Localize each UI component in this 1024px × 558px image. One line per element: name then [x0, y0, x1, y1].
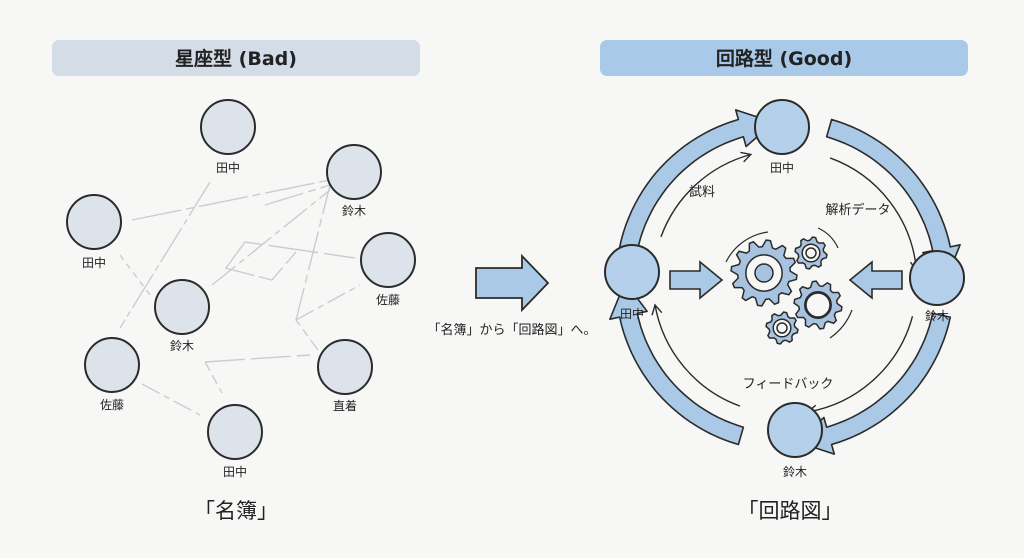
avatar — [326, 144, 382, 200]
person-node: 田中 — [207, 404, 263, 479]
flow-label-feedback: フィードバック — [743, 377, 834, 392]
transition-caption: 「名簿」から「回路図」へ。 — [427, 322, 596, 338]
avatar — [84, 337, 140, 393]
input-arrow-left-icon — [669, 260, 724, 300]
bad-header-pill — [52, 40, 420, 76]
person-name: 直着 — [333, 398, 357, 413]
input-arrow-right-icon — [848, 260, 903, 300]
person-node: 鈴木 — [326, 144, 382, 218]
person-name: 鈴木 — [342, 203, 366, 218]
person-node: 佐藤 — [84, 337, 140, 412]
rotation-arrow-icon — [725, 231, 769, 263]
person-node: 直着 — [317, 339, 373, 413]
flow-label-sample: 試料 — [689, 184, 715, 200]
person-node: 鈴木 — [767, 402, 823, 479]
person-name: 鈴木 — [170, 338, 194, 353]
person-name: 佐藤 — [100, 398, 124, 412]
person-name: 田中 — [82, 255, 106, 270]
flow-label-analysis: 解析データ — [825, 202, 890, 218]
person-name: 田中 — [770, 160, 794, 175]
person-node: 田中 — [200, 99, 256, 175]
person-node: 田中 — [754, 99, 810, 175]
gears-icon — [725, 227, 853, 345]
avatar — [909, 250, 965, 306]
person-name: 田中 — [223, 464, 247, 479]
good-caption: 「回路図」 — [738, 499, 843, 523]
person-name: 鈴木 — [783, 464, 807, 479]
rotation-arrow-icon — [829, 309, 853, 339]
person-node: 田中 — [604, 244, 660, 321]
flow-arrow-icon — [618, 109, 775, 252]
avatar — [200, 99, 256, 155]
avatar — [317, 339, 373, 395]
transition-arrow-icon — [475, 253, 550, 313]
flow-line — [654, 304, 741, 407]
rotation-arrow-icon — [817, 227, 839, 249]
arrowhead-icon — [740, 151, 753, 163]
good-header-title: 回路型 (Good) — [716, 47, 852, 70]
person-name: 田中 — [216, 160, 240, 175]
person-node: 鈴木 — [154, 279, 210, 353]
avatar — [154, 279, 210, 335]
avatar — [754, 99, 810, 155]
constellation-nodes: 田中鈴木田中佐藤鈴木佐藤直着田中 — [66, 99, 416, 479]
person-name: 鈴木 — [925, 308, 949, 323]
arrowhead-icon — [651, 303, 663, 316]
avatar — [604, 244, 660, 300]
avatar — [360, 232, 416, 288]
constellation-links — [119, 179, 361, 416]
person-node: 佐藤 — [360, 232, 416, 307]
good-header-pill — [600, 40, 968, 76]
flow-line — [807, 315, 914, 413]
circuit-nodes: 田中田中鈴木鈴木 — [604, 99, 965, 479]
person-node: 田中 — [66, 194, 122, 270]
person-name: 田中 — [620, 306, 644, 321]
bad-caption: 「名簿」 — [194, 499, 278, 523]
person-node: 鈴木 — [909, 250, 965, 323]
avatar — [767, 402, 823, 458]
avatar — [66, 194, 122, 250]
avatar — [207, 404, 263, 460]
bad-header-title: 星座型 (Bad) — [175, 47, 297, 70]
flow-line — [660, 153, 752, 238]
flow-line — [829, 157, 918, 271]
person-name: 佐藤 — [376, 293, 400, 307]
